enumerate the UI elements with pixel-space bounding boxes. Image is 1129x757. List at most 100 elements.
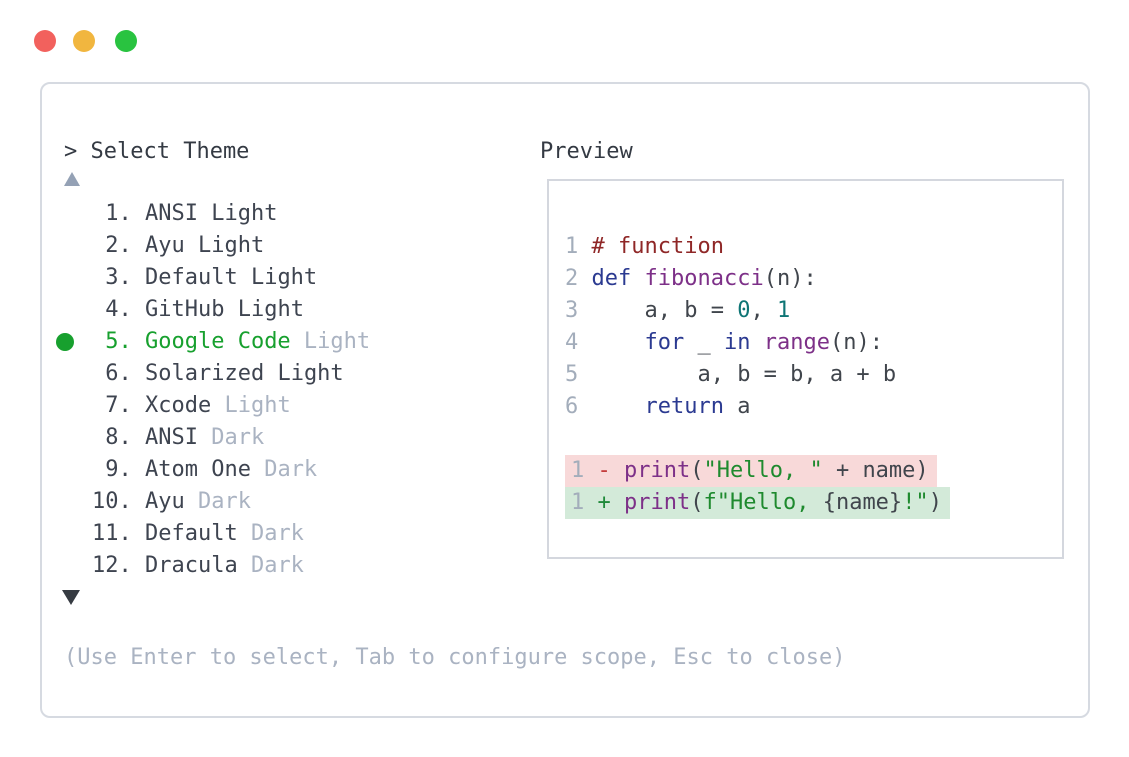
- code-token-plain: ): [928, 490, 942, 515]
- code-token-plain: a, b = b, a + b: [591, 362, 897, 387]
- code-token-plain: [750, 330, 763, 355]
- code-token-plain: [592, 330, 645, 355]
- diff-line-removed: 1 - print("Hello, " + name): [549, 455, 1062, 487]
- code-token-plain: ,: [750, 298, 777, 323]
- code-token-keyword: for: [644, 330, 685, 355]
- code-blank-line: [549, 423, 1062, 455]
- code-token-keyword: def: [591, 266, 632, 291]
- code-token-func: fibonacci: [644, 266, 764, 291]
- code-line: 4 for _ in range(n):: [549, 327, 1062, 359]
- code-line: 5 a, b = b, a + b: [549, 359, 1062, 391]
- theme-item-variant: Dark: [237, 553, 304, 578]
- code-line-number: 1: [571, 490, 598, 515]
- code-token-diff_plus: +: [597, 490, 624, 515]
- code-token-plain: (: [690, 490, 704, 515]
- code-token-func: range: [763, 330, 830, 355]
- theme-item-variant: Dark: [237, 521, 304, 546]
- theme-item-number: 5.: [92, 329, 145, 354]
- code-line-number: 1: [571, 458, 598, 483]
- theme-item-name: Solarized: [144, 361, 265, 386]
- code-token-string: !": [902, 490, 929, 515]
- code-line-number: 3: [565, 298, 592, 323]
- theme-list-item[interactable]: 12. Dracula Dark: [64, 550, 504, 582]
- theme-list-item[interactable]: 2. Ayu Light: [64, 230, 504, 262]
- scroll-down-icon[interactable]: [62, 590, 80, 605]
- theme-list-item[interactable]: 7. Xcode Light: [64, 390, 504, 422]
- theme-item-name: Ayu: [144, 233, 185, 258]
- code-token-func: print: [624, 458, 691, 483]
- theme-item-number: 3.: [92, 265, 145, 290]
- theme-item-name: GitHub: [144, 297, 225, 322]
- diff-line-added: 1 + print(f"Hello, {name}!"): [549, 487, 1062, 519]
- theme-list-item[interactable]: 5. Google Code Light: [56, 326, 504, 358]
- theme-item-number: 12.: [92, 553, 145, 578]
- theme-item-variant: Light: [224, 297, 304, 322]
- theme-item-name: Dracula: [144, 553, 238, 578]
- theme-list-item[interactable]: 8. ANSI Dark: [64, 422, 504, 454]
- preview-label: Preview: [540, 139, 633, 164]
- code-token-number: 0: [737, 298, 751, 323]
- code-token-plain: (n):: [763, 266, 817, 291]
- theme-list-item[interactable]: 1. ANSI Light: [64, 198, 504, 230]
- theme-list-item[interactable]: 6. Solarized Light: [64, 358, 504, 390]
- minimize-button-icon[interactable]: [73, 30, 95, 52]
- code-line: 6 return a: [549, 391, 1062, 423]
- help-text: (Use Enter to select, Tab to configure s…: [64, 645, 846, 670]
- selected-bullet-icon: [56, 333, 74, 351]
- theme-item-variant: Light: [211, 393, 291, 418]
- theme-item-variant: Light: [237, 265, 318, 290]
- theme-item-variant: Light: [290, 329, 371, 354]
- theme-item-variant: Light: [197, 201, 278, 226]
- code-line-number: 6: [565, 394, 592, 419]
- code-line: 1 # function: [549, 231, 1062, 263]
- theme-item-number: 11.: [92, 521, 145, 546]
- theme-list-item[interactable]: 9. Atom One Dark: [64, 454, 504, 486]
- theme-item-variant: Light: [264, 361, 344, 386]
- code-token-diff_minus: -: [597, 458, 624, 483]
- code-token-number: 1: [776, 298, 791, 323]
- code-token-keyword: in: [723, 330, 751, 355]
- code-line: 2 def fibonacci(n):: [549, 263, 1062, 295]
- code-token-plain: + name): [822, 458, 929, 483]
- window-controls: [34, 30, 154, 52]
- theme-item-name: Default: [144, 265, 238, 290]
- close-button-icon[interactable]: [34, 30, 56, 52]
- diff-row-highlight: 1 - print("Hello, " + name): [565, 455, 937, 487]
- code-line-number: 2: [565, 266, 592, 291]
- code-token-plain: [592, 394, 645, 419]
- zoom-button-icon[interactable]: [115, 30, 137, 52]
- code-token-func: print: [624, 490, 691, 515]
- diff-row-highlight: 1 + print(f"Hello, {name}!"): [565, 487, 950, 519]
- theme-item-name: ANSI: [144, 201, 198, 226]
- code-token-plain: a, b =: [591, 298, 738, 323]
- theme-list-item[interactable]: 3. Default Light: [64, 262, 504, 294]
- theme-item-number: 7.: [92, 393, 145, 418]
- code-token-comment: # function: [591, 234, 724, 259]
- theme-item-name: Atom One: [144, 457, 251, 482]
- code-line-number: 5: [565, 362, 592, 387]
- theme-item-variant: Light: [184, 233, 265, 258]
- theme-item-number: 1.: [92, 201, 145, 226]
- scroll-up-icon[interactable]: [64, 172, 80, 186]
- theme-item-variant: Dark: [184, 489, 251, 514]
- theme-item-number: 8.: [92, 425, 145, 450]
- code-token-string: f"Hello,: [703, 490, 823, 515]
- code-token-plain: _: [684, 330, 724, 355]
- code-token-plain: [631, 266, 644, 291]
- theme-list-item[interactable]: 10. Ayu Dark: [64, 486, 504, 518]
- theme-item-number: 9.: [92, 457, 145, 482]
- theme-list-item[interactable]: 4. GitHub Light: [64, 294, 504, 326]
- code-token-plain: (n):: [829, 330, 883, 355]
- theme-list-item[interactable]: 11. Default Dark: [64, 518, 504, 550]
- code-line: 3 a, b = 0, 1: [549, 295, 1062, 327]
- theme-picker-window: > Select Theme 1. ANSI Light 2. Ayu Ligh…: [40, 82, 1090, 718]
- code-token-keyword: return: [644, 394, 724, 419]
- theme-item-number: 6.: [92, 361, 145, 386]
- code-token-plain: {name}: [822, 490, 903, 515]
- code-line-number: 4: [565, 330, 592, 355]
- code-line-number: 1: [565, 234, 592, 259]
- theme-item-name: Default: [144, 521, 238, 546]
- theme-item-number: 2.: [92, 233, 145, 258]
- code-token-plain: (: [690, 458, 704, 483]
